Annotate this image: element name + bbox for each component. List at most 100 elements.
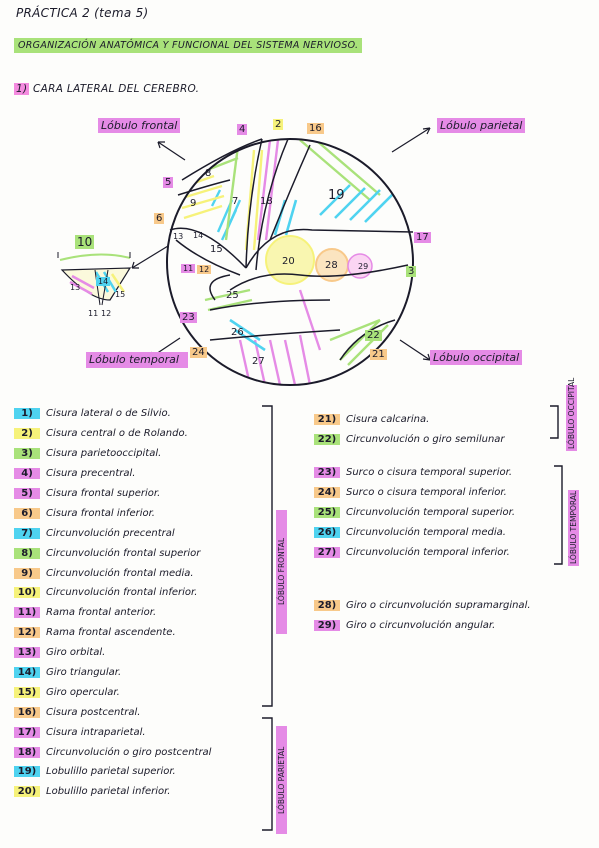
legend-item-text: Cisura postcentral. xyxy=(46,706,141,718)
legend-item-text: Rama frontal anterior. xyxy=(46,607,157,619)
legend-item-text: Cisura parietooccipital. xyxy=(46,448,162,460)
diagram-number-7: 7 xyxy=(232,196,239,207)
legend-item-number: 23) xyxy=(314,467,340,479)
legend-item: 21)Cisura calcarina. xyxy=(314,410,505,430)
legend-item: 19)Lobulillo parietal superior. xyxy=(14,762,211,782)
legend-item: 9)Circunvolución frontal media. xyxy=(14,563,211,583)
page-title: PRÁCTICA 2 (tema 5) xyxy=(16,6,149,20)
diagram-number-27: 27 xyxy=(252,356,265,367)
legend-occipital-list: 21)Cisura calcarina. 22) Circunvolución o … xyxy=(314,410,505,450)
legend-item-number: 27) xyxy=(314,547,340,558)
brain-diagram xyxy=(57,127,431,386)
legend-item-number: 11) xyxy=(14,607,40,619)
legend-item-number: 25) xyxy=(314,507,340,519)
legend-item: 5) Cisura frontal superior. xyxy=(14,484,211,504)
legend-item-number: 8) xyxy=(14,547,40,559)
legend-item-number: 26) xyxy=(314,527,340,539)
legend-brackets xyxy=(262,405,563,831)
diagram-number-19: 19 xyxy=(328,188,345,203)
legend-item-text: Cisura intraparietal. xyxy=(46,726,146,738)
diagram-number-23: 23 xyxy=(180,312,197,323)
diagram-number-16: 16 xyxy=(307,123,324,134)
diagram-number-5: 5 xyxy=(163,177,174,188)
legend-item-text: Circunvolución temporal media. xyxy=(346,527,506,539)
diagram-number-13b: 13 xyxy=(70,283,81,292)
legend-item-text: Giro o circunvolución angular. xyxy=(346,620,496,632)
legend-item: 12) Rama frontal ascendente. xyxy=(14,623,211,643)
legend-item-number: 5) xyxy=(14,488,40,499)
diagram-number-28: 28 xyxy=(325,260,338,271)
legend-item: 24)Surco o cisura temporal inferior. xyxy=(314,483,515,503)
lobe-label-frontal: Lóbulo frontal xyxy=(98,118,181,133)
legend-item-number: 12) xyxy=(14,627,40,639)
diagram-number-26: 26 xyxy=(231,327,244,338)
legend-item-text: Circunvolución frontal inferior. xyxy=(46,587,198,599)
legend-parietal-extra-list: 28)Giro o circunvolución supramarginal.2… xyxy=(314,596,531,636)
legend-item-text: Circunvolución temporal superior. xyxy=(346,507,516,519)
legend-item-number: 28) xyxy=(314,600,340,612)
diagram-number-12a: 12 xyxy=(197,265,212,274)
legend-item-number: 6) xyxy=(14,507,40,519)
diagram-number-21: 21 xyxy=(370,349,387,360)
legend-item: 23) Surco o cisura temporal superior. xyxy=(314,463,515,483)
legend-item-text: Rama frontal ascendente. xyxy=(46,627,176,639)
diagram-number-29: 29 xyxy=(358,262,369,271)
legend-left-list: 1) Cisura lateral o de Silvio. 2) Cisura ce… xyxy=(14,404,211,802)
page-subtitle: ORGANIZACIÓN ANATÓMICA Y FUNCIONAL DEL S… xyxy=(14,38,363,53)
legend-item-text: Surco o cisura temporal inferior. xyxy=(346,487,507,499)
diagram-number-14a: 14 xyxy=(193,231,204,240)
diagram-number-8: 8 xyxy=(205,168,212,179)
legend-item-text: Cisura central o de Rolando. xyxy=(46,428,188,440)
bracket-label-frontal: LÓBULO FRONTAL xyxy=(276,510,287,634)
legend-item-text: Cisura lateral o de Silvio. xyxy=(46,408,171,420)
legend-item-number: 15) xyxy=(14,686,40,698)
diagram-number-13a: 13 xyxy=(173,232,184,241)
legend-item-text: Circunvolución o giro postcentral xyxy=(46,746,212,758)
diagram-number-18: 18 xyxy=(260,196,273,207)
diagram-number-24: 24 xyxy=(190,347,207,358)
lobe-label-occipital: Lóbulo occipital xyxy=(430,350,523,365)
legend-item-number: 22) xyxy=(314,434,340,446)
section-title: CARA LATERAL DEL CEREBRO. xyxy=(33,83,200,95)
legend-item-text: Circunvolución frontal superior xyxy=(46,547,201,559)
diagram-number-6: 6 xyxy=(154,213,165,224)
legend-item: 4)Cisura precentral. xyxy=(14,464,211,484)
legend-item: 25) Circunvolución temporal superior. xyxy=(314,503,515,523)
legend-item-number: 17) xyxy=(14,726,40,738)
diagram-number-2: 2 xyxy=(273,119,284,130)
legend-item: 28)Giro o circunvolución supramarginal. xyxy=(314,596,531,616)
legend-item-text: Circunvolución temporal inferior. xyxy=(346,547,510,558)
diagram-number-11b: 11 xyxy=(88,309,99,318)
legend-item: 1) Cisura lateral o de Silvio. xyxy=(14,404,211,424)
legend-item: 2) Cisura central o de Rolando. xyxy=(14,424,211,444)
legend-item-number: 9) xyxy=(14,567,40,579)
legend-item: 22) Circunvolución o giro semilunar xyxy=(314,430,505,450)
legend-item: 29)Giro o circunvolución angular. xyxy=(314,616,531,636)
legend-item-text: Surco o cisura temporal superior. xyxy=(346,467,513,479)
bracket-label-parietal: LÓBULO PARIETAL xyxy=(276,726,287,834)
legend-item-number: 2) xyxy=(14,428,40,440)
legend-item-number: 21) xyxy=(314,414,340,426)
bracket-label-temporal: LÓBULO TEMPORAL xyxy=(568,490,579,566)
lobe-label-temporal: Lóbulo temporal xyxy=(86,352,188,368)
legend-item: 13)Giro orbital. xyxy=(14,643,211,663)
legend-item-text: Lobulillo parietal inferior. xyxy=(46,786,171,798)
legend-item-number: 4) xyxy=(14,468,40,480)
legend-item-text: Cisura frontal superior. xyxy=(46,488,161,499)
legend-item-text: Circunvolución o giro semilunar xyxy=(346,434,505,446)
diagram-number-22: 22 xyxy=(365,330,382,341)
diagram-number-17: 17 xyxy=(414,232,431,243)
legend-item: 7)Circunvolución precentral xyxy=(14,523,211,543)
section-number: 1) xyxy=(14,83,30,95)
legend-temporal-list: 23) Surco o cisura temporal superior. 24)S… xyxy=(314,463,515,562)
diagram-number-11a: 11 xyxy=(181,264,196,273)
brain-regions xyxy=(179,139,396,385)
legend-item-number: 10) xyxy=(14,587,40,599)
diagram-number-20: 20 xyxy=(282,256,295,267)
legend-item-number: 7) xyxy=(14,527,40,539)
diagram-number-14b: 14 xyxy=(96,277,111,286)
legend-item-text: Lobulillo parietal superior. xyxy=(46,766,176,778)
legend-item: 15)Giro opercular. xyxy=(14,682,211,702)
legend-item-number: 1) xyxy=(14,408,40,420)
lobe-label-parietal: Lóbulo parietal xyxy=(437,118,526,133)
